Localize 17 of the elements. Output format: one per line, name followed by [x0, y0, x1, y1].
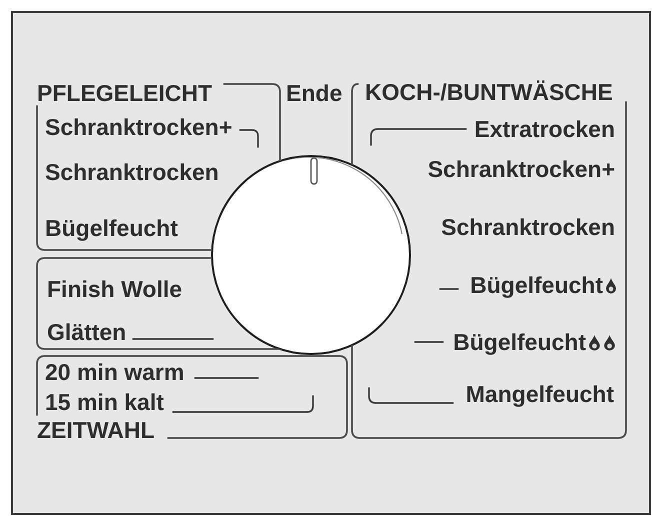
program-label: 15 min kalt	[45, 390, 164, 414]
program-label: Schranktrocken	[441, 216, 615, 238]
group-heading: PFLEGELEICHT	[37, 82, 212, 104]
program-label: Schranktrocken	[45, 160, 219, 184]
program-label: Bügelfeucht	[45, 216, 178, 240]
program-label: 20 min warm	[45, 360, 184, 384]
program-label: Bügelfeucht	[470, 274, 603, 296]
program-label: Extratrocken	[474, 118, 615, 140]
program-label: Finish Wolle	[47, 278, 182, 300]
program-label: Schranktrocken+	[428, 158, 615, 180]
program-label: Mangelfeucht	[466, 382, 614, 406]
group-heading: KOCH-/BUNTWÄSCHE	[365, 80, 613, 104]
program-label: Bügelfeucht	[453, 330, 586, 354]
group-heading: ZEITWAHL	[37, 418, 155, 442]
program-label: Glätten	[47, 320, 126, 344]
program-label: Schranktrocken+	[45, 116, 232, 138]
position-label: Ende	[286, 82, 342, 104]
